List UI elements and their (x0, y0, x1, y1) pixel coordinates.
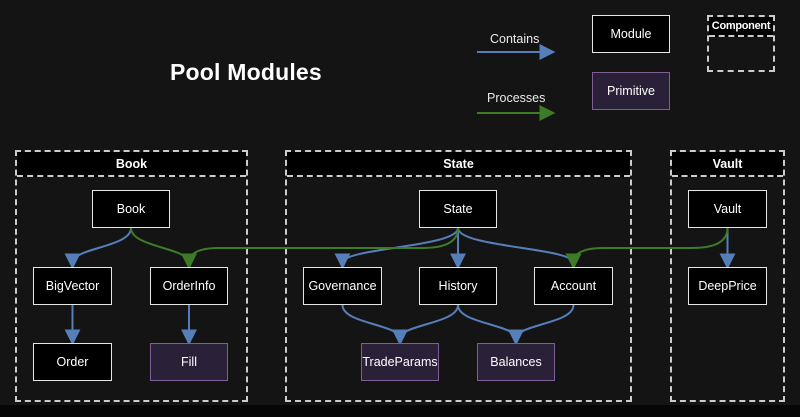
legend-component-label: Component (709, 17, 773, 37)
node-deepprice: DeepPrice (688, 267, 767, 305)
node-account: Account (534, 267, 613, 305)
node-governance: Governance (303, 267, 382, 305)
container-state-title: State (287, 152, 630, 177)
legend-module-box: Module (592, 15, 670, 53)
node-tradeparams: TradeParams (361, 343, 439, 381)
legend-component-box: Component (707, 15, 775, 72)
node-state: State (419, 190, 497, 228)
node-history: History (419, 267, 497, 305)
container-book: Book (15, 150, 248, 402)
container-book-title: Book (17, 152, 246, 177)
node-balances: Balances (477, 343, 555, 381)
node-fill: Fill (150, 343, 228, 381)
diagram-canvas: Pool Modules Contains Processes Book Sta… (0, 0, 800, 405)
node-vault: Vault (688, 190, 767, 228)
page-title: Pool Modules (170, 59, 322, 85)
legend-processes-label: Processes (487, 91, 546, 105)
container-state: State (285, 150, 632, 402)
container-vault: Vault (670, 150, 785, 402)
legend-contains-label: Contains (490, 32, 540, 46)
bottom-strip (0, 405, 800, 417)
node-order: Order (33, 343, 112, 381)
container-vault-title: Vault (672, 152, 783, 177)
node-bigvector: BigVector (33, 267, 112, 305)
node-orderinfo: OrderInfo (150, 267, 228, 305)
node-book: Book (92, 190, 170, 228)
legend-primitive-box: Primitive (592, 72, 670, 110)
